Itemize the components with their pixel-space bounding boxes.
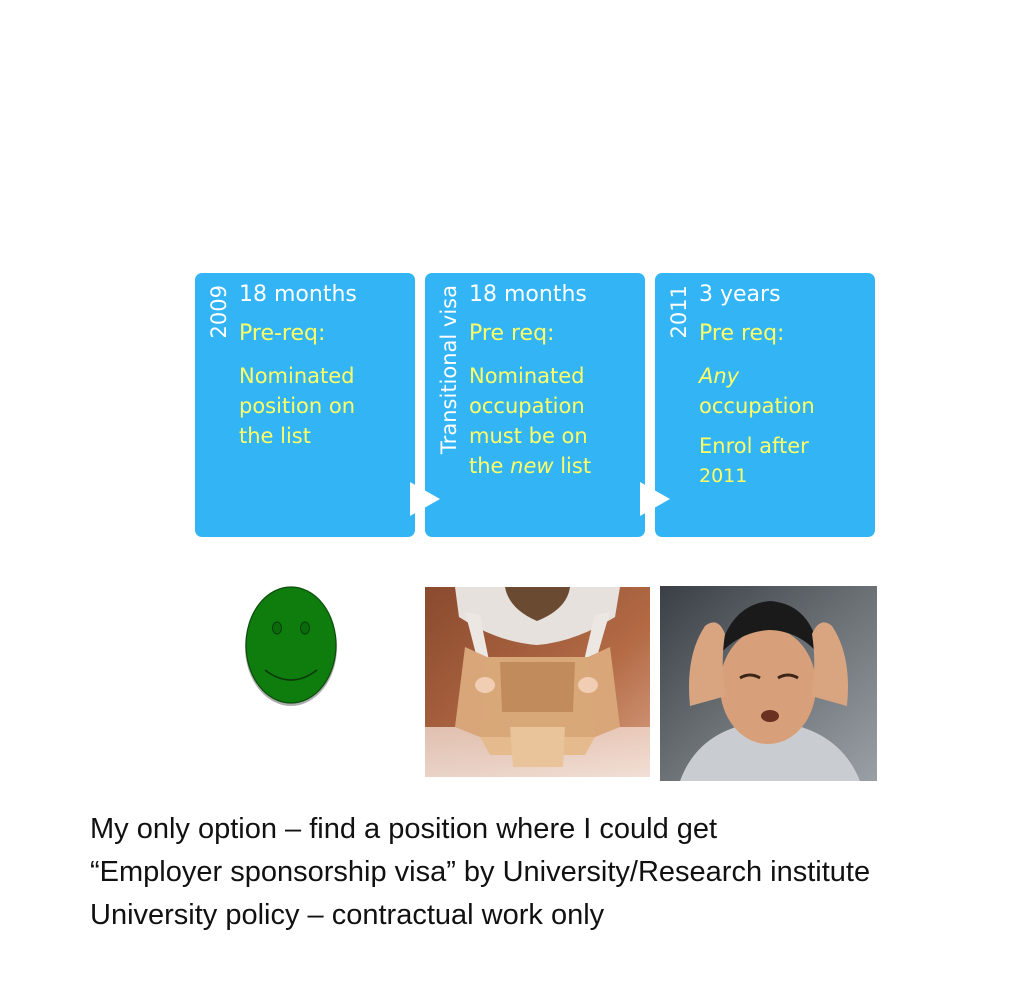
- card-prereq-label: Pre req:: [699, 321, 785, 346]
- card-duration: 18 months: [469, 282, 587, 307]
- detail-prefix: the: [469, 454, 511, 478]
- card-detail: Nominated occupation must be on the new …: [469, 361, 637, 481]
- caption-line: “Employer sponsorship visa” by Universit…: [90, 856, 871, 888]
- card-extra-line: 2011: [699, 465, 748, 487]
- caption-text: My only option – find a position where I…: [90, 808, 870, 937]
- detail-emphasis: new: [510, 454, 554, 478]
- timeline-card-2009: 2009 18 months Pre-req: Nominated positi…: [195, 273, 415, 537]
- timeline-card-transitional: Transitional visa 18 months Pre req: Nom…: [425, 273, 645, 537]
- detail-emphasis: Any: [699, 364, 740, 388]
- card-detail-line: occupation: [469, 394, 585, 418]
- card-detail-line: the list: [239, 424, 311, 448]
- card-detail-line: the new list: [469, 451, 637, 481]
- card-body: 18 months Pre req: Nominated occupation …: [469, 280, 637, 481]
- smiley-face-icon: [245, 586, 337, 706]
- caption-line: My only option – find a position where I…: [90, 813, 718, 845]
- card-body: 3 years Pre req: Any occupation Enrol af…: [699, 280, 867, 491]
- smiley-face-graphic: [245, 586, 337, 706]
- card-extra-line: Enrol after: [699, 434, 809, 458]
- card-detail-line: occupation: [699, 394, 815, 418]
- card-detail-line: Nominated: [469, 364, 585, 388]
- empty-box-photo: [425, 587, 650, 777]
- confused-face-photo: [660, 586, 877, 781]
- timeline-card-2011: 2011 3 years Pre req: Any occupation Enr…: [655, 273, 875, 537]
- play-arrow-icon: [410, 482, 440, 516]
- caption-line: University policy – contractual work onl…: [90, 899, 605, 931]
- confused-face-illustration: [660, 586, 877, 781]
- card-detail: Nominated position on the list: [239, 361, 407, 451]
- card-detail-line: Nominated: [239, 364, 355, 388]
- play-arrow-icon: [640, 482, 670, 516]
- card-detail-line: position on: [239, 394, 356, 418]
- card-duration: 18 months: [239, 282, 357, 307]
- card-side-label: 2011: [667, 285, 691, 339]
- card-body: 18 months Pre-req: Nominated position on…: [239, 280, 407, 451]
- empty-box-illustration: [425, 587, 650, 777]
- card-duration: 3 years: [699, 282, 781, 307]
- card-side-label: Transitional visa: [437, 285, 461, 455]
- card-extra-detail: Enrol after 2011: [699, 431, 867, 491]
- card-side-label: 2009: [207, 285, 231, 339]
- card-prereq-label: Pre req:: [469, 321, 555, 346]
- detail-suffix: list: [553, 454, 592, 478]
- card-detail-line: must be on: [469, 424, 588, 448]
- card-prereq-label: Pre-req:: [239, 321, 326, 346]
- card-detail: Any occupation: [699, 361, 867, 421]
- card-detail-line: Any: [699, 361, 867, 391]
